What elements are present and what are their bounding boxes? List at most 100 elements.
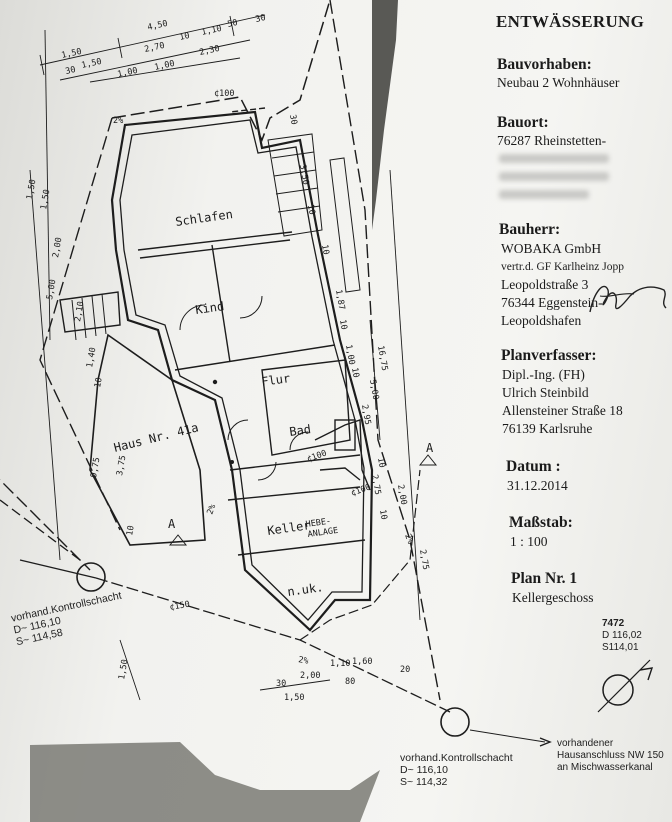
plan-nr-value: Kellergeschoss (512, 590, 594, 605)
datum-label: Datum : (506, 458, 561, 475)
svg-text:1,40: 1,40 (85, 347, 98, 369)
svg-text:1,50: 1,50 (117, 659, 130, 681)
svg-text:5,00: 5,00 (45, 279, 58, 301)
svg-text:30: 30 (287, 114, 299, 126)
room-haus: Haus Nr. 41a (112, 420, 200, 455)
bauvorhaben-value: Neubau 2 Wohnhäuser (497, 75, 620, 90)
svg-text:2,00: 2,00 (51, 237, 64, 259)
room-nuk: n.uk. (286, 580, 324, 599)
benchmark-label: 7472 D 116,02 S114,01 (602, 618, 642, 653)
planverfasser-line: Ulrich Steinbild (502, 385, 589, 400)
room-schlafen: Schlafen (174, 207, 233, 229)
redacted-line (499, 154, 609, 163)
bauherr-line: Leopoldshafen (501, 313, 582, 328)
svg-text:10: 10 (349, 367, 361, 379)
massstab-value: 1 : 100 (510, 534, 548, 549)
svg-text:1,60: 1,60 (352, 657, 372, 667)
svg-text:1,00: 1,00 (117, 66, 139, 80)
dims-left: 1,50 1,50 2,00 5,00 2,10 1,40 10 9,75 3,… (25, 179, 137, 537)
room-bad: Bad (288, 422, 311, 439)
svg-text:30: 30 (65, 65, 77, 77)
svg-text:20: 20 (400, 665, 410, 675)
svg-text:9,75: 9,75 (89, 457, 102, 479)
bauort-value: 76287 Rheinstetten- (497, 133, 607, 148)
slope-right: 2% (402, 533, 415, 546)
slope-top: 2% (113, 116, 123, 126)
dims-right: 30 3,50 10 10 1,87 10 1,00 10 16,75 5,00… (287, 114, 430, 571)
svg-text:4,50: 4,50 (147, 19, 169, 33)
pipe-top: ¢100 (214, 89, 234, 99)
section-mark-right: A (426, 441, 434, 455)
planverfasser-label: Planverfasser: (501, 347, 597, 364)
title: ENTWÄSSERUNG (496, 12, 645, 31)
massstab-label: Maßstab: (509, 514, 573, 531)
slope-bottom: 2% (297, 655, 309, 667)
signature-icon (589, 285, 667, 313)
svg-text:2,30: 2,30 (199, 44, 221, 58)
room-kind: Kind (194, 299, 225, 317)
redacted-line (499, 172, 609, 181)
svg-text:10: 10 (125, 525, 137, 537)
svg-text:10: 10 (305, 204, 317, 216)
svg-text:10: 10 (179, 31, 191, 43)
svg-text:1,50: 1,50 (39, 189, 52, 211)
svg-text:1,00: 1,00 (343, 344, 356, 366)
bauort-label: Bauort: (497, 114, 549, 131)
svg-text:5,00: 5,00 (367, 379, 380, 401)
bauvorhaben-label: Bauvorhaben: (497, 56, 592, 73)
svg-text:30: 30 (255, 13, 267, 25)
svg-text:3,50: 3,50 (297, 164, 310, 186)
svg-text:2,00: 2,00 (395, 484, 408, 506)
svg-text:1,50: 1,50 (81, 57, 103, 71)
room-anlage: ANLAGE (307, 526, 339, 540)
planverfasser-line: Dipl.-Ing. (FH) (502, 367, 585, 382)
svg-text:50: 50 (227, 18, 239, 30)
planverfasser-line: 76139 Karlsruhe (502, 421, 593, 436)
svg-text:1,50: 1,50 (284, 693, 304, 703)
svg-text:2,70: 2,70 (144, 41, 166, 55)
pipe-bad: ¢100 (306, 448, 329, 464)
dims-top: 4,50 2,70 1,50 1,50 1,00 1,00 1,10 2,30 … (61, 13, 267, 80)
room-hebe: HEBE- (305, 517, 332, 530)
schacht-bottom-label: vorhand.Kontrollschacht D~ 116,10 S~ 114… (400, 752, 513, 788)
svg-text:1,10: 1,10 (201, 24, 223, 38)
hausanschluss-label: vorhandener Hausanschluss NW 150 an Misc… (557, 738, 664, 773)
svg-text:80: 80 (345, 677, 355, 687)
svg-text:10: 10 (375, 457, 387, 469)
svg-text:2,95: 2,95 (359, 404, 372, 426)
datum-value: 31.12.2014 (507, 478, 568, 493)
svg-text:1,87: 1,87 (333, 289, 346, 311)
redacted-line (499, 190, 589, 199)
svg-text:1,10: 1,10 (330, 659, 350, 669)
planverfasser-line: Allensteiner Straße 18 (502, 403, 623, 418)
slope-keller: 2% (205, 503, 218, 516)
bauherr-label: Bauherr: (499, 221, 561, 238)
svg-text:16,75: 16,75 (375, 345, 389, 372)
bauherr-line: WOBAKA GmbH (501, 241, 602, 256)
bauherr-line: vertr.d. GF Karlheinz Jopp (501, 261, 624, 273)
svg-text:1,00: 1,00 (154, 59, 176, 73)
svg-text:2,00: 2,00 (300, 671, 320, 681)
svg-text:10: 10 (377, 509, 389, 521)
room-flur: Flur (260, 371, 291, 389)
bauherr-line: Leopoldstraße 3 (501, 277, 589, 292)
svg-text:2,75: 2,75 (417, 549, 430, 571)
svg-text:10: 10 (337, 319, 349, 331)
svg-text:2,75: 2,75 (369, 474, 382, 496)
svg-text:3,75: 3,75 (115, 455, 128, 477)
pipe-keller: ¢100 (350, 482, 373, 498)
section-mark-left: A (168, 517, 176, 531)
pipe-main: ¢150 (169, 600, 191, 613)
svg-text:1,50: 1,50 (61, 47, 83, 61)
room-keller: Keller (266, 518, 311, 538)
bauherr-line: 76344 Eggenstein- (501, 295, 603, 310)
svg-text:10: 10 (319, 244, 331, 256)
svg-text:2,10: 2,10 (73, 301, 86, 323)
svg-text:30: 30 (276, 679, 286, 689)
svg-text:1,50: 1,50 (25, 179, 38, 201)
dims-bottom: 1,10 1,60 2,00 30 20 80 1,50 1,50 (117, 657, 410, 703)
svg-text:10: 10 (93, 377, 105, 389)
plan-nr-label: Plan Nr. 1 (511, 570, 578, 587)
